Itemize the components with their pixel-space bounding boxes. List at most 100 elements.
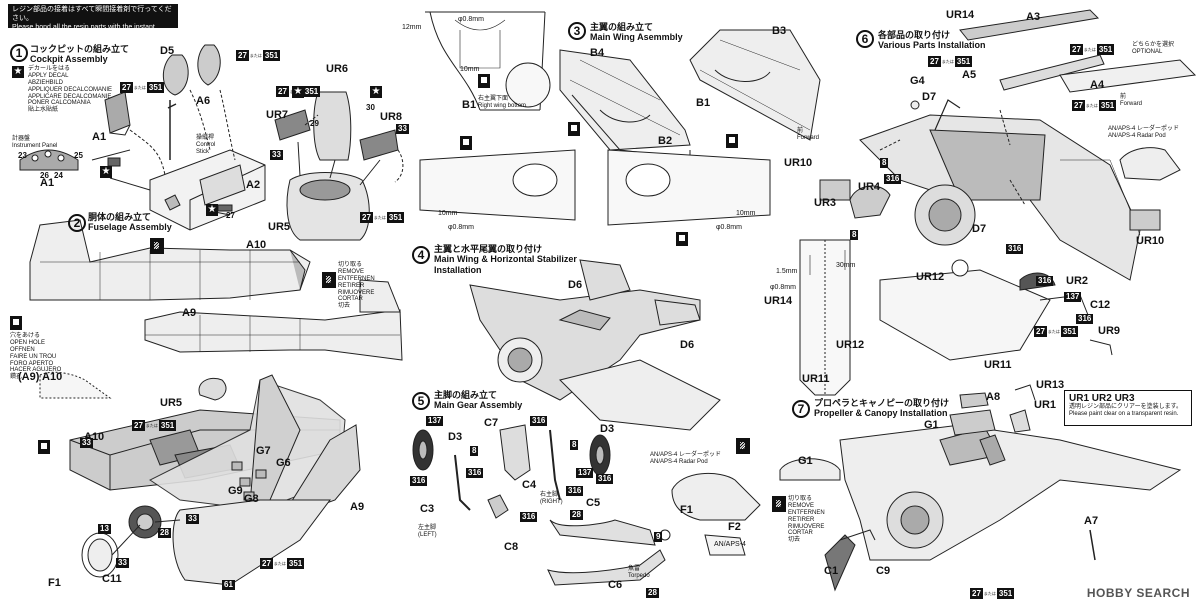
paint-137-a: 137: [1064, 292, 1082, 302]
dim-12mm: 12mm: [402, 24, 422, 31]
part-A1-panel: A1: [40, 177, 55, 189]
part-C5: C5: [586, 497, 601, 509]
part-A7: A7: [1084, 515, 1099, 527]
part-B2: B2: [658, 135, 673, 147]
part-UR14: UR14: [946, 9, 975, 21]
part-A4: A4: [1090, 79, 1105, 91]
part-UR5: UR5: [268, 221, 291, 233]
paint-28-a: 28: [158, 528, 171, 538]
remove-icon-step7: [772, 496, 786, 512]
paint-9-a: 9: [654, 532, 663, 542]
paint-316-c: 316: [1036, 276, 1054, 286]
paint-8-b: 8: [850, 230, 859, 240]
open-hole-icon-wing-a: [568, 122, 580, 136]
paint-316-d: 316: [1076, 314, 1094, 324]
part-A10-fuselage: A10: [84, 431, 105, 443]
part-C7: C7: [484, 417, 499, 429]
dim-hole-mast: φ0.8mm: [770, 284, 796, 291]
part-UR5-fuselage: UR5: [160, 397, 183, 409]
fuselage-assembly-drawing: [69, 374, 361, 586]
paint-8-d: 8: [570, 440, 579, 450]
paint-33-e: 33: [116, 558, 129, 568]
decal-star-icon: ★: [12, 66, 24, 78]
part-C9: C9: [876, 565, 891, 577]
part-B3: B3: [772, 25, 787, 37]
various-parts-installation-drawing: [819, 9, 1197, 281]
part-UR7: UR7: [266, 109, 289, 121]
paint-316-e: 316: [410, 476, 428, 486]
decal-star-icon-d: ★: [292, 86, 304, 98]
paint-33-a: 33: [396, 124, 409, 134]
main-wing-assembly-drawing: [419, 29, 821, 226]
paint-8-a: 8: [880, 158, 889, 168]
part-F1: F1: [48, 577, 61, 589]
part-UR10-right: UR10: [1136, 235, 1165, 247]
decal-star-icon-e: ★: [370, 86, 382, 98]
part-G1-small: G1: [798, 455, 813, 467]
dim-hole-top: φ0.8mm: [458, 16, 484, 23]
radar-pod-body-label: AN/APS-4: [714, 541, 746, 548]
part-UR9: UR9: [1098, 325, 1121, 337]
part-G4: G4: [910, 75, 925, 87]
hobby-search-watermark: HOBBY SEARCH: [1086, 586, 1190, 600]
dim-10mm-right: 10mm: [736, 210, 756, 217]
open-hole-icon-wing-d: [676, 232, 688, 246]
main-gear-assembly-drawing: [412, 424, 761, 586]
paint-316-b: 316: [1006, 244, 1024, 254]
right-gear-note: 右主脚(RIGHT): [540, 492, 563, 505]
part-A6: A6: [196, 95, 211, 107]
part-UR11-mast: UR11: [802, 373, 830, 385]
remove-icon: [322, 272, 336, 288]
paint-316-a: 316: [884, 174, 902, 184]
part-A9-fuselage: A9: [350, 501, 365, 513]
part-A9-A10: (A9) A10: [18, 371, 63, 383]
part-C1: C1: [824, 565, 839, 577]
part-UR8: UR8: [380, 111, 403, 123]
part-C8: C8: [504, 541, 519, 553]
part-UR2: UR2: [1066, 275, 1089, 287]
paint-28-b: 28: [570, 510, 583, 520]
part-C12: C12: [1090, 299, 1111, 311]
part-C6: C6: [608, 579, 623, 591]
dim-hole-right: φ0.8mm: [716, 224, 742, 231]
paint-137-c: 137: [576, 468, 594, 478]
part-UR6: UR6: [326, 63, 349, 75]
part-D7: D7: [972, 223, 987, 235]
part-A3: A3: [1026, 11, 1041, 23]
dim-hole-left: φ0.8mm: [448, 224, 474, 231]
part-UR1: UR1: [1034, 399, 1057, 411]
part-G9: G9: [228, 485, 243, 497]
part-D6-top: D6: [568, 279, 583, 291]
propeller-canopy-installation-drawing: [779, 384, 1182, 592]
part-C4: C4: [522, 479, 537, 491]
part-G8: G8: [244, 493, 259, 505]
part-D5: D5: [160, 45, 175, 57]
dim-30mm: 30mm: [836, 262, 856, 269]
dim-10mm-top: 10mm: [460, 66, 480, 73]
clear-resin-legend: UR1 UR2 UR3 透明レジン部品にクリアーを塗装します。 Please p…: [1064, 390, 1192, 426]
part-F1-radar: F1: [680, 504, 693, 516]
part-D3-left: D3: [448, 431, 463, 443]
paint-33-d: 33: [186, 514, 199, 524]
paint-316-f: 316: [466, 468, 484, 478]
part-UR12-top: UR12: [916, 271, 945, 283]
resin-adhesive-note: レジン部品の接着はすべて瞬間接着剤で行ってください。 Please bond a…: [8, 4, 178, 39]
part-A8: A8: [986, 391, 1001, 403]
